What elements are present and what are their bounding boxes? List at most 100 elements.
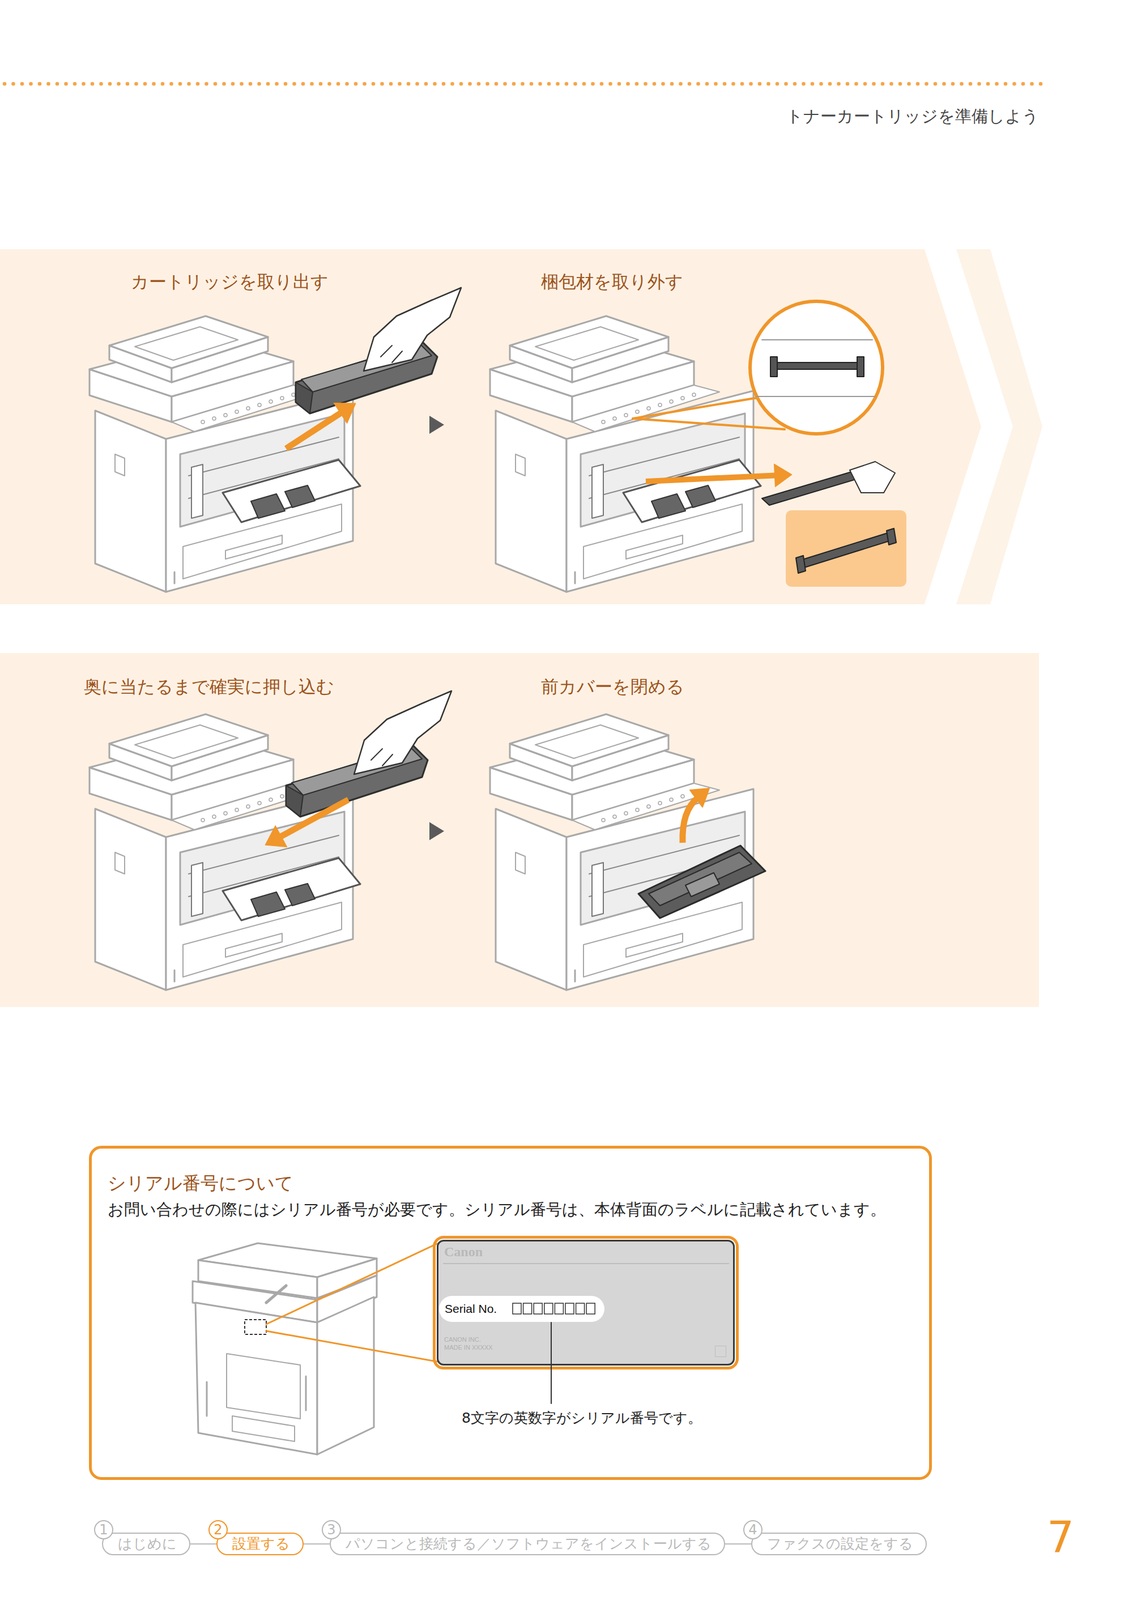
rule-dot bbox=[968, 82, 973, 87]
panel-button bbox=[658, 403, 662, 407]
panel-button bbox=[269, 798, 273, 802]
rule-dot bbox=[169, 82, 174, 87]
printer-side bbox=[495, 410, 567, 592]
rule-dot bbox=[494, 82, 499, 87]
rule-dot bbox=[99, 82, 104, 87]
step-heading: 前カバーを閉める bbox=[541, 675, 685, 698]
printer-side bbox=[495, 808, 567, 991]
orange-arrow-shaft bbox=[682, 797, 698, 843]
panel-button bbox=[680, 794, 685, 799]
rule-dot bbox=[248, 82, 253, 87]
rear-lever bbox=[266, 1285, 287, 1303]
body-side bbox=[317, 1297, 374, 1455]
zoom-leader bbox=[632, 418, 785, 430]
serial-placeholder bbox=[512, 1302, 599, 1316]
info-heading: シリアル番号について bbox=[107, 1172, 294, 1195]
packing-end bbox=[886, 528, 897, 545]
rule-dot bbox=[424, 82, 429, 87]
rule-dot bbox=[625, 82, 630, 87]
interior-guide bbox=[191, 464, 203, 519]
rule-dot bbox=[108, 82, 113, 87]
panel-button bbox=[658, 801, 662, 805]
panel-button bbox=[212, 815, 216, 819]
rule-dot bbox=[231, 82, 236, 87]
side-handle bbox=[515, 852, 526, 875]
nav-connector bbox=[303, 1543, 330, 1546]
rule-dot bbox=[784, 82, 789, 87]
panel-button bbox=[601, 818, 606, 822]
orange-arrow-head bbox=[773, 463, 792, 488]
rule-dot bbox=[740, 82, 745, 87]
panel-button bbox=[257, 801, 262, 805]
rule-dot bbox=[309, 82, 314, 87]
rule-dot bbox=[2, 82, 7, 87]
rule-dot bbox=[459, 82, 464, 87]
panel-button bbox=[246, 804, 250, 809]
rule-dot bbox=[793, 82, 798, 87]
panel-button bbox=[624, 413, 628, 417]
panel-button bbox=[223, 811, 228, 816]
panel-button bbox=[212, 416, 216, 421]
rule-dot bbox=[213, 82, 218, 87]
cassette-handle bbox=[625, 535, 683, 560]
panel-button bbox=[269, 399, 273, 404]
nav-step: 2設置する bbox=[216, 1532, 304, 1556]
rule-dot bbox=[564, 82, 569, 87]
rule-dot bbox=[942, 82, 947, 87]
orange-arrow-head bbox=[333, 403, 356, 424]
step-panel: 前カバーを閉める bbox=[447, 671, 924, 992]
panel-button bbox=[635, 808, 640, 812]
rule-dot bbox=[485, 82, 490, 87]
rule-dot bbox=[28, 82, 33, 87]
rule-dot bbox=[678, 82, 683, 87]
rule-dot bbox=[380, 82, 385, 87]
panel-button bbox=[280, 396, 284, 400]
rule-dot bbox=[292, 82, 297, 87]
step-panel: カートリッジを取り出す bbox=[79, 266, 427, 584]
rule-dot bbox=[1038, 82, 1043, 87]
interior-guide bbox=[591, 464, 604, 519]
rule-dot bbox=[283, 82, 288, 87]
cassette-handle bbox=[625, 933, 683, 958]
panel-button bbox=[624, 811, 628, 816]
maker-note: CANON INC. MADE IN XXXXX bbox=[444, 1335, 498, 1352]
placeholder-box bbox=[565, 1303, 574, 1315]
rule-dot bbox=[55, 82, 60, 87]
rule-dot bbox=[836, 82, 841, 87]
zoom-circle bbox=[750, 301, 883, 434]
rule-dot bbox=[1029, 82, 1034, 87]
nav-step: 3パソコンと接続する／ソフトウェアをインストールする bbox=[329, 1532, 726, 1556]
rule-dot bbox=[661, 82, 666, 87]
rule-dot bbox=[362, 82, 367, 87]
rule-dot bbox=[617, 82, 622, 87]
rule-dot bbox=[354, 82, 359, 87]
hand bbox=[363, 287, 462, 372]
rear-port bbox=[206, 1382, 208, 1417]
serial-label-card: CanonCANON INC. MADE IN XXXXXSerial No. bbox=[436, 1240, 735, 1366]
placeholder-box bbox=[523, 1303, 532, 1315]
rule-dot bbox=[301, 82, 306, 87]
leader-line bbox=[550, 1322, 552, 1404]
adf-top bbox=[109, 714, 268, 767]
cover-slot bbox=[284, 485, 315, 508]
step-number: 4 bbox=[743, 1520, 763, 1540]
rule-dot bbox=[336, 82, 341, 87]
rule-dot bbox=[503, 82, 508, 87]
adf-tray bbox=[535, 725, 639, 759]
panel-button bbox=[646, 406, 651, 411]
step-heading: 奥に当たるまで確実に押し込む bbox=[83, 675, 335, 698]
rule-dot bbox=[801, 82, 806, 87]
panel-button bbox=[669, 399, 674, 404]
orange-arrow-head bbox=[689, 788, 710, 808]
orange-arrow-shaft bbox=[286, 413, 341, 449]
finger-line bbox=[380, 345, 393, 357]
rule-dot bbox=[239, 82, 244, 87]
rule-dot bbox=[160, 82, 165, 87]
rule-dot bbox=[933, 82, 938, 87]
flow-arrow bbox=[426, 831, 448, 832]
panel-button bbox=[201, 420, 205, 424]
rule-dot bbox=[608, 82, 613, 87]
panel-button bbox=[612, 815, 617, 819]
panel-button bbox=[201, 818, 205, 822]
packing-end bbox=[857, 356, 864, 377]
